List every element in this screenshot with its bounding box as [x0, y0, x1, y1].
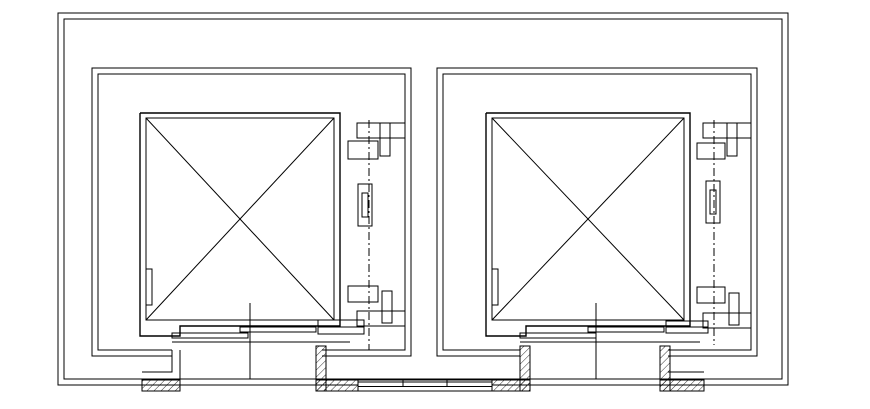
shaft-right-wall: [436, 67, 758, 357]
outer-wall: [57, 12, 789, 386]
shaft-left-door-jamb-left: [141, 350, 181, 392]
shaft-left-car-door: [171, 326, 350, 343]
shaft-right-door-jamb-left: [491, 345, 531, 392]
shaft-right-door-jamb-right: [659, 345, 705, 392]
shaft-left-wall: [91, 67, 412, 357]
middle-beam: [326, 379, 524, 392]
shaft-left-door-jamb-right: [315, 345, 359, 392]
shaft-right-rails: [665, 120, 752, 345]
shaft-left-car: [139, 112, 341, 337]
shaft-left: [91, 67, 412, 392]
shaft-right-car-door: [519, 326, 700, 343]
shaft-right-car: [485, 112, 691, 337]
shaft-right: [436, 67, 758, 392]
shaft-left-rails: [317, 120, 406, 350]
